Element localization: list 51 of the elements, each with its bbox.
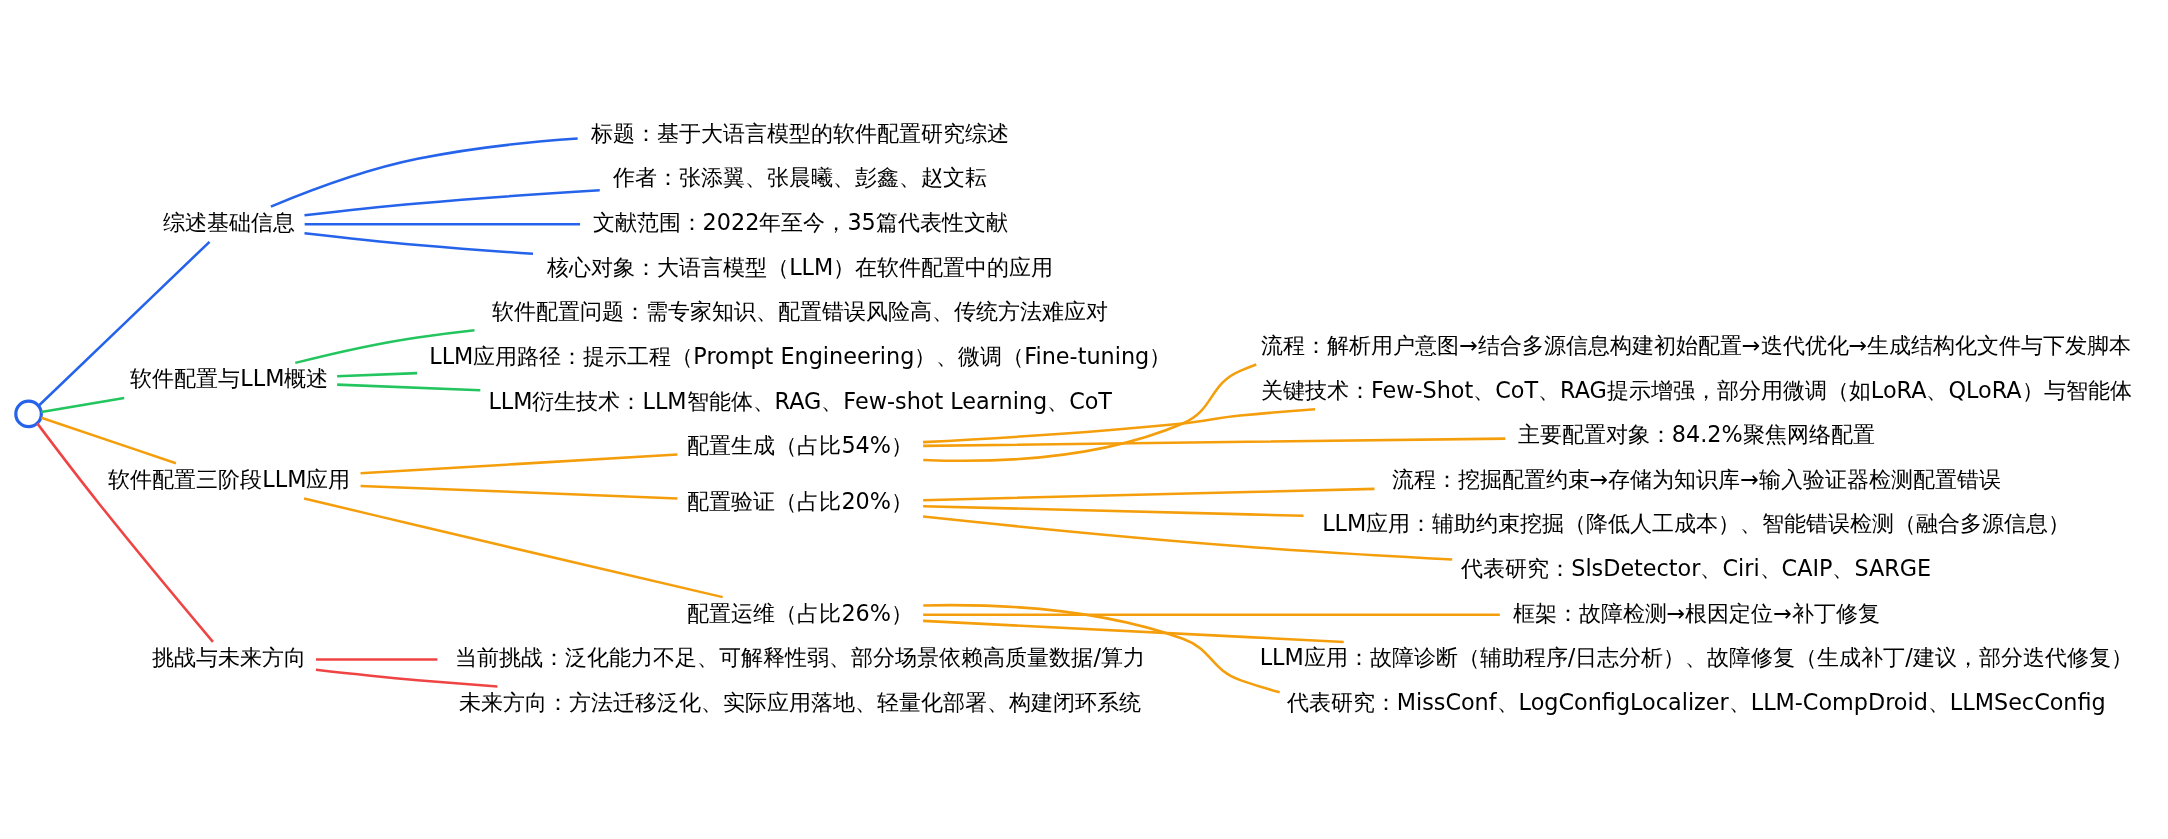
- node-text: LLM应用：辅助约束挖掘（降低人工成本）、智能错误检测（融合多源信息）: [1322, 510, 2071, 537]
- node-text: 软件配置三阶段LLM应用: [108, 465, 351, 492]
- node-text: 框架：故障检测→根因定位→补丁修复: [1512, 599, 1880, 626]
- connector: [294, 328, 475, 365]
- node-text: 代表研究：SlsDetector、Ciri、CAIP、SARGE: [1461, 555, 1932, 582]
- connector: [923, 363, 1257, 463]
- node-text: 标题：基于大语言模型的软件配置研究综述: [591, 119, 1010, 146]
- node-text: 主要配置对象：84.2%聚焦网络配置: [1517, 421, 1875, 448]
- node-text: 综述基础信息: [163, 209, 296, 236]
- connector: [36, 422, 214, 643]
- node-text: 流程：解析用户意图→结合多源信息构建初始配置→迭代优化→生成结构化文件与下发脚本: [1261, 331, 2132, 358]
- connector: [41, 396, 125, 414]
- node-text: 代表研究：MissConf、LogConfigLocalizer、LLM-CompDroid、LLMSecConfig: [1286, 688, 2106, 715]
- node-text: 软件配置问题：需专家知识、配置错误风险高、传统方法难应对: [492, 298, 1109, 325]
- node-circle: [14, 399, 43, 429]
- connector: [304, 231, 534, 256]
- connector: [923, 619, 1344, 644]
- connector: [304, 222, 581, 226]
- node-text: 挑战与未来方向: [152, 644, 307, 671]
- node-text: LLM应用：故障诊断（辅助程序/日志分析）、故障修复（生成补丁/建议，部分迭代修复）: [1259, 644, 2133, 671]
- connector: [316, 658, 438, 661]
- connector: [270, 137, 578, 208]
- node-text: LLM衍生技术：LLM智能体、RAG、Few-shot Learning、CoT: [488, 387, 1113, 414]
- connector: [360, 453, 678, 475]
- connector: [923, 504, 1304, 518]
- connector: [922, 407, 1316, 444]
- node-text: 配置生成（占比54%）: [687, 432, 914, 459]
- node-text: 配置运维（占比26%）: [687, 599, 914, 626]
- node-text: 关键技术：Few-Shot、CoT、RAG提示增强，部分用微调（如LoRA、QLoRA）与智能体: [1260, 376, 2132, 403]
- connector: [337, 383, 481, 392]
- connector: [360, 484, 678, 500]
- node-text: 软件配置与LLM概述: [130, 365, 329, 392]
- node-text: 文献范围：2022年至今，35篇代表性文献: [592, 209, 1008, 236]
- node-text: 未来方向：方法迁移泛化、实际应用落地、轻量化部署、构建闭环系统: [459, 688, 1142, 715]
- connector: [315, 668, 498, 688]
- node-text: 当前挑战：泛化能力不足、可解释性弱、部分场景依赖高质量数据/算力: [455, 644, 1145, 671]
- connector: [303, 497, 723, 599]
- node-text: LLM应用路径：提示工程（Prompt Engineering）、微调（Fine-tuning）: [429, 343, 1172, 370]
- node-text: 核心对象：大语言模型（LLM）在软件配置中的应用: [547, 253, 1054, 280]
- connector: [923, 603, 1281, 694]
- node-text: 作者：张添翼、张晨曦、彭鑫、赵文耘: [613, 164, 988, 191]
- connector: [922, 515, 1453, 561]
- connector: [923, 487, 1375, 502]
- node-text: 配置验证（占比20%）: [687, 488, 914, 515]
- connector: [923, 437, 1506, 448]
- connector: [923, 613, 1500, 617]
- connector: [37, 240, 211, 407]
- connector: [304, 188, 600, 217]
- connector: [40, 416, 177, 465]
- node-text: 流程：挖掘配置约束→存储为知识库→输入验证器检测配置错误: [1391, 465, 2001, 492]
- connector: [337, 371, 418, 378]
